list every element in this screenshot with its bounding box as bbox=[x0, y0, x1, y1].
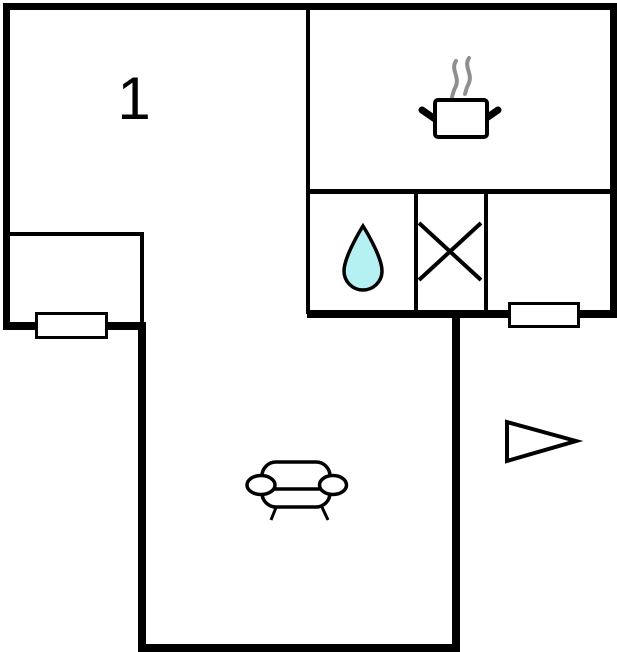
triangle-right-icon bbox=[505, 419, 584, 464]
wall-bathroom-utility-divider bbox=[414, 189, 418, 312]
entrance-triangle-shape bbox=[505, 419, 584, 464]
wall-lower-right-vertical bbox=[452, 310, 460, 652]
wall-closet-right bbox=[140, 232, 144, 324]
crossed-square-icon bbox=[417, 221, 483, 282]
pot-body bbox=[433, 98, 489, 139]
wall-closet-top bbox=[8, 232, 144, 236]
window-right bbox=[508, 302, 580, 328]
wall-kitchen-bottom bbox=[308, 189, 610, 194]
steam-wave-right-icon bbox=[463, 56, 472, 96]
window-left bbox=[35, 312, 108, 339]
wall-middle-right-horizontal bbox=[307, 310, 617, 318]
wall-outer-left bbox=[3, 3, 10, 330]
sofa-icon bbox=[245, 460, 349, 521]
wall-lower-left-vertical bbox=[138, 322, 146, 652]
water-drop-shape bbox=[342, 222, 384, 292]
cooking-pot-icon bbox=[418, 56, 502, 139]
room-number-label: 1 bbox=[117, 65, 151, 132]
sofa-armrest-right bbox=[317, 473, 349, 497]
water-drop-icon bbox=[342, 222, 384, 292]
wall-center-divider bbox=[306, 10, 310, 314]
wall-outer-bottom bbox=[138, 644, 460, 652]
wall-outer-top bbox=[3, 3, 617, 10]
wall-utility-room-divider bbox=[484, 189, 488, 312]
steam-wave-left-icon bbox=[450, 59, 459, 99]
sofa-armrest-left bbox=[245, 473, 277, 497]
cross-line-2 bbox=[417, 221, 483, 282]
pot-handle-left bbox=[418, 106, 439, 123]
wall-outer-right bbox=[610, 3, 617, 318]
